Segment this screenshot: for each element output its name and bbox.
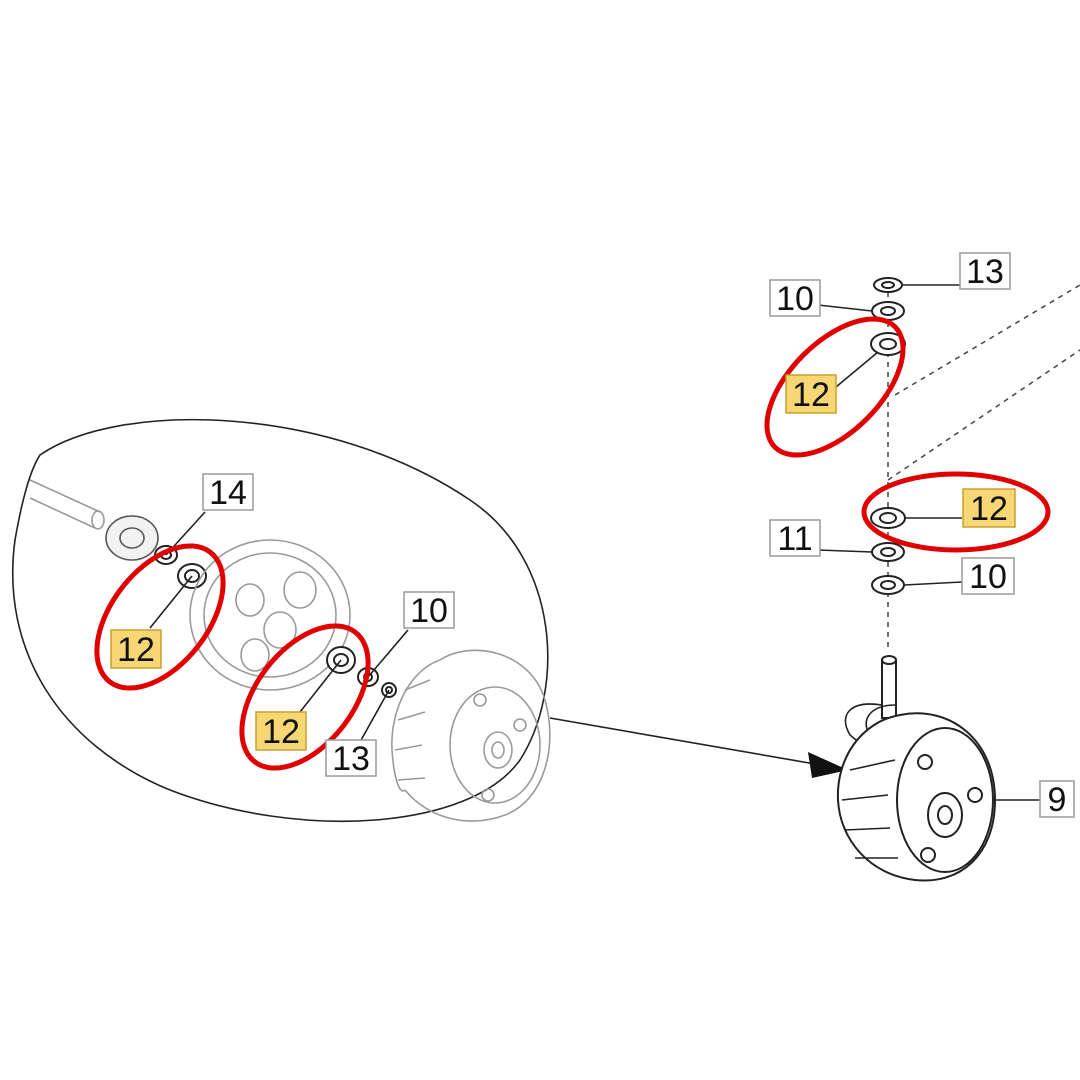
svg-text:12: 12	[792, 376, 830, 414]
spacer-11	[871, 542, 905, 562]
svg-text:10: 10	[776, 280, 814, 318]
label-12-right: 12	[962, 488, 1016, 528]
svg-text:12: 12	[970, 490, 1008, 528]
label-10-bottom: 10	[961, 557, 1015, 596]
detail-view: 14 12 10 12 13	[11, 418, 551, 822]
detail-outline	[11, 418, 549, 822]
highlight-ring-right	[861, 471, 1051, 553]
right-exploded-view: 13 10 12 12 11 10 9	[764, 252, 1080, 882]
svg-text:10: 10	[969, 558, 1007, 596]
label-13-top: 13	[959, 252, 1011, 291]
svg-text:11: 11	[777, 520, 812, 558]
highlight-ring-detail-left	[94, 543, 226, 691]
hub-body	[189, 539, 351, 691]
label-12-detail-left: 12	[110, 629, 162, 669]
label-12-detail-middle: 12	[255, 711, 307, 751]
highlight-ring-detail-middle	[239, 623, 371, 771]
label-9: 9	[1039, 780, 1075, 819]
label-14: 14	[202, 473, 254, 512]
svg-text:14: 14	[209, 474, 247, 512]
detail-to-wheel-arrow	[549, 717, 848, 778]
label-13-detail: 13	[325, 739, 377, 778]
washer-10-bottom	[871, 575, 905, 595]
label-12-top: 12	[785, 374, 837, 414]
svg-text:13: 13	[332, 740, 370, 778]
svg-text:10: 10	[410, 592, 448, 630]
label-10-detail: 10	[403, 591, 455, 630]
label-10-top: 10	[769, 279, 821, 318]
svg-text:12: 12	[117, 631, 155, 669]
svg-text:13: 13	[966, 253, 1004, 291]
svg-text:9: 9	[1048, 781, 1067, 819]
highlight-ring-top	[764, 316, 906, 458]
clip-13-detail	[381, 682, 397, 698]
label-11: 11	[769, 519, 821, 558]
clip-13-top	[873, 277, 903, 293]
bearing-12-right	[870, 507, 906, 529]
svg-text:12: 12	[262, 713, 300, 751]
axle-shaft	[29, 479, 105, 530]
outer-bearing	[105, 515, 159, 561]
detail-wheel	[391, 649, 551, 822]
wheel-9	[836, 712, 997, 882]
